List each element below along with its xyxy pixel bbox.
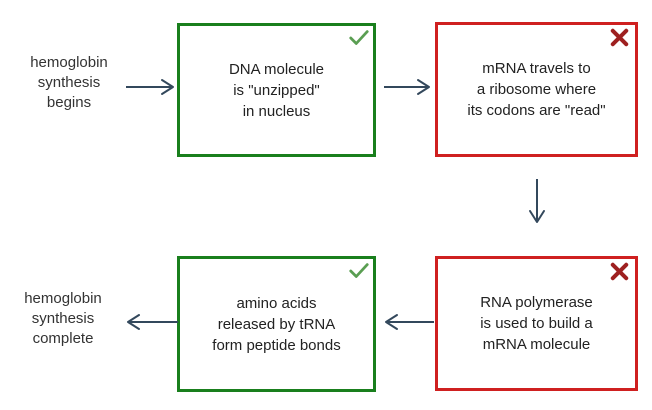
end-label: hemoglobin synthesis complete xyxy=(24,290,102,347)
connector-step4-to-end xyxy=(120,311,178,333)
connector-step1-to-step2 xyxy=(384,76,434,98)
start-label: hemoglobin synthesis begins xyxy=(30,54,108,111)
step-box-3-text: RNA polymerase is used to build a mRNA m… xyxy=(480,294,593,353)
step-box-4-text: amino acids released by tRNA form peptid… xyxy=(212,294,341,354)
connector-step3-to-step4 xyxy=(378,311,434,333)
connector-step2-to-step3 xyxy=(526,179,548,227)
step-box-1[interactable]: DNA molecule is "unzipped" in nucleus xyxy=(177,23,376,157)
step-box-1-text: DNA molecule is "unzipped" in nucleus xyxy=(228,60,325,120)
step-box-4[interactable]: amino acids released by tRNA form peptid… xyxy=(177,256,376,392)
connector-start-to-step1 xyxy=(126,76,178,98)
step-box-3[interactable]: RNA polymerase is used to build a mRNA m… xyxy=(435,256,638,391)
step-box-2-text: mRNA travels to a ribosome where its cod… xyxy=(467,60,606,119)
step-box-2[interactable]: mRNA travels to a ribosome where its cod… xyxy=(435,22,638,157)
